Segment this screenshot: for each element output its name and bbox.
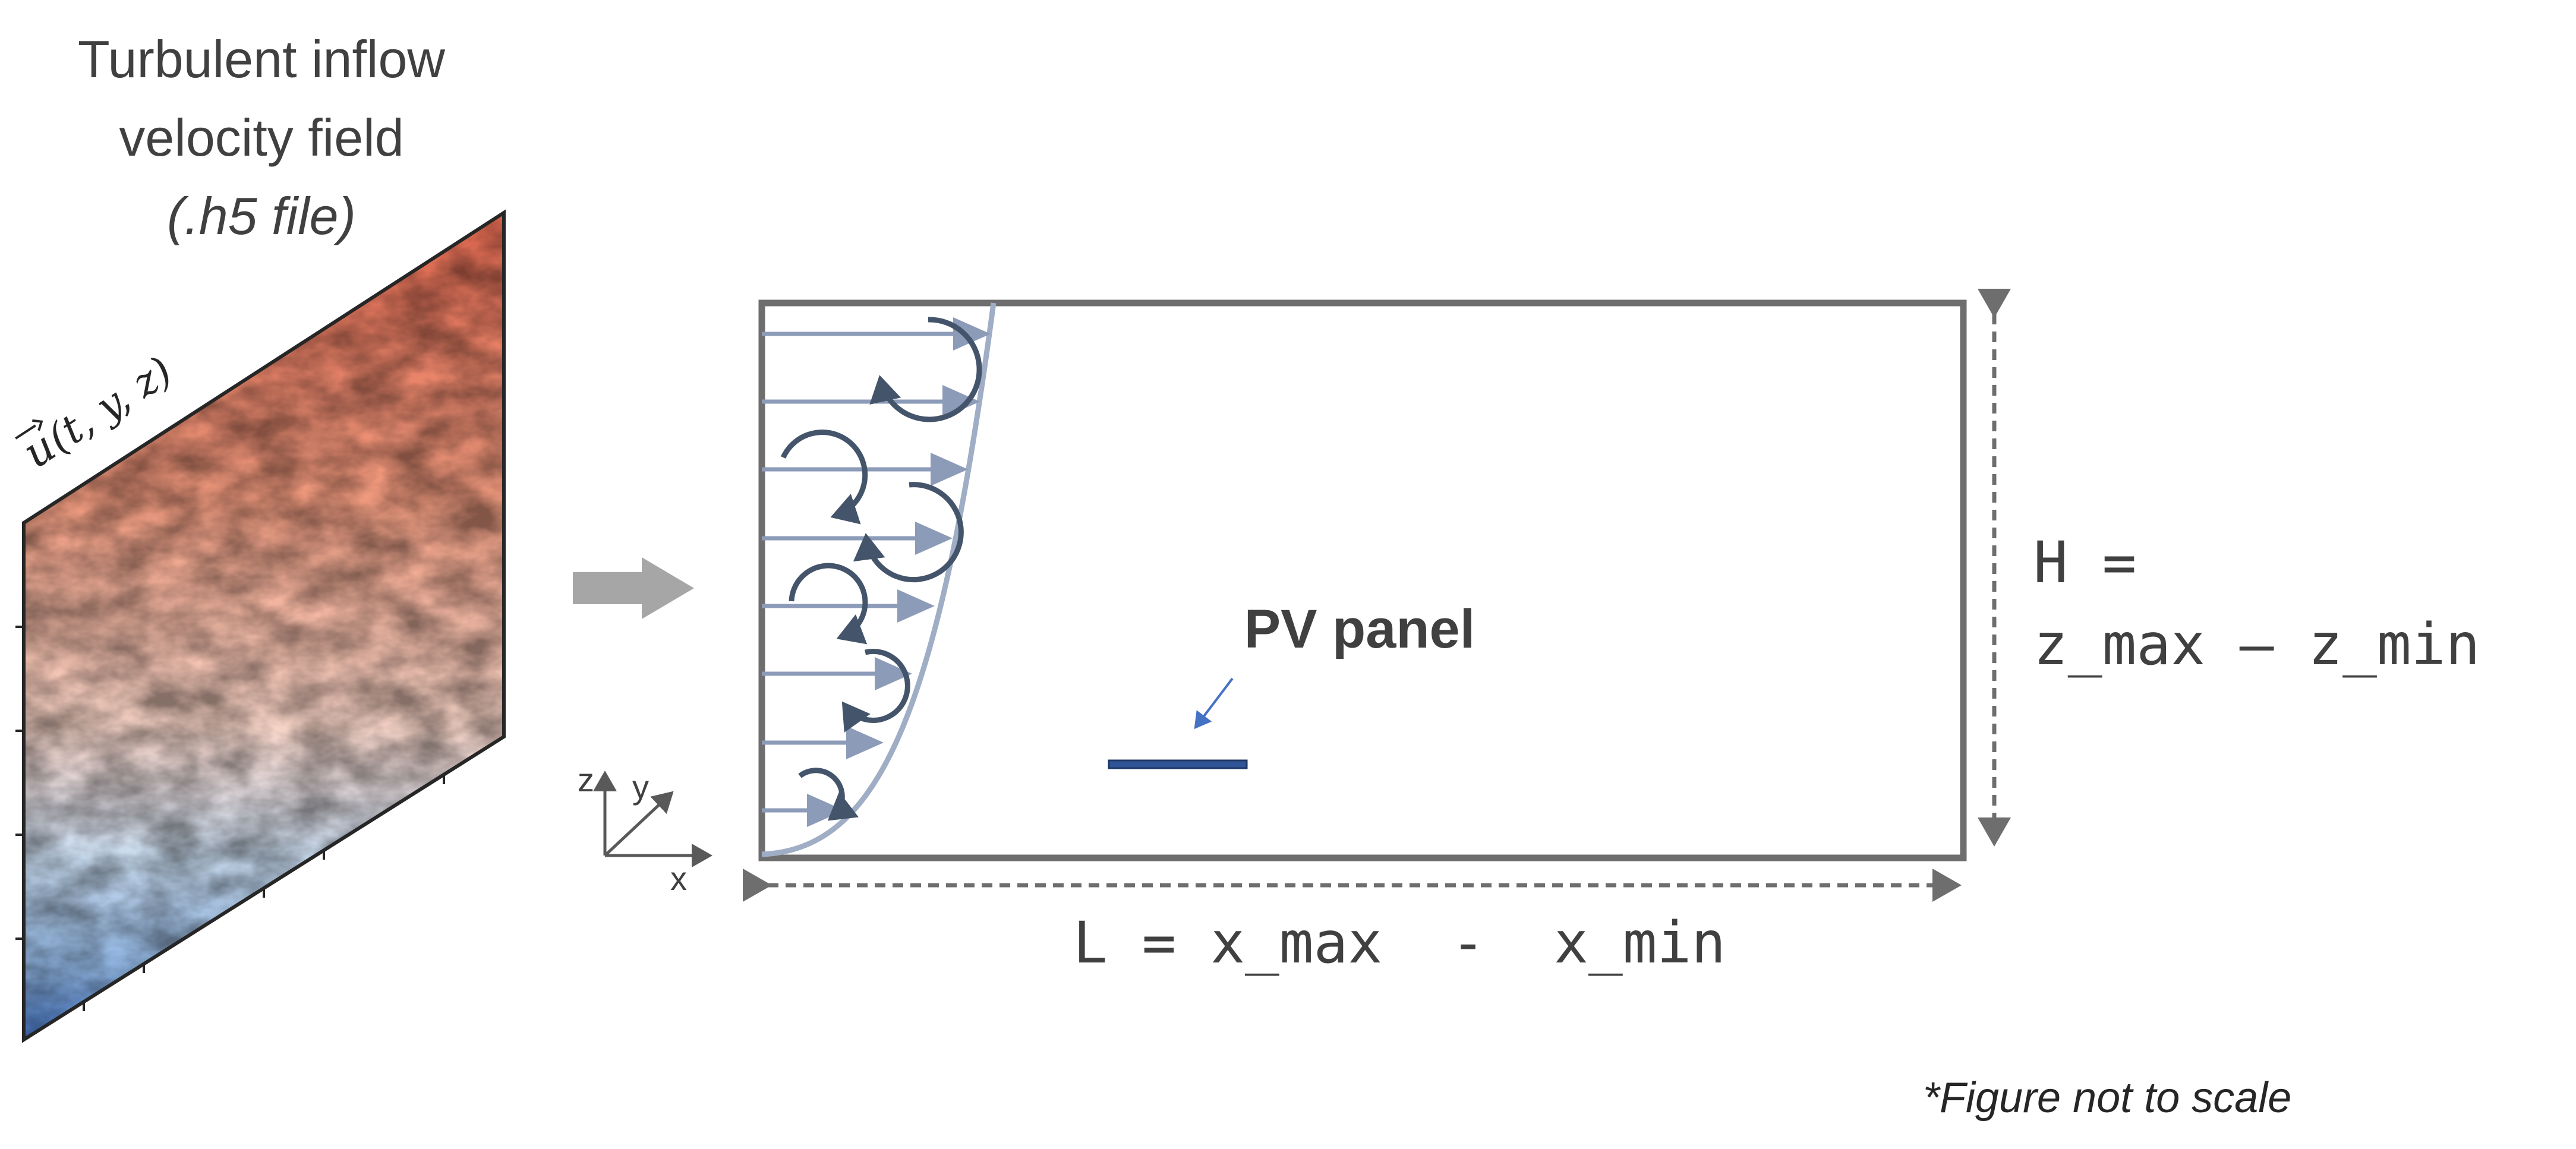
inflow-file-label: (.h5 file) — [167, 187, 356, 245]
inflow-arrow — [573, 557, 694, 619]
eddy-icon — [780, 430, 868, 525]
axes-icon: z y x — [578, 761, 712, 897]
eddy-icon — [841, 648, 910, 733]
axis-label-z: z — [578, 761, 594, 798]
velocity-profile-curve — [761, 302, 997, 857]
vector-overbar — [15, 424, 36, 440]
inflow-velocity-field-plane — [15, 209, 506, 1043]
pv-panel — [1108, 759, 1248, 769]
velocity-arrows — [762, 317, 991, 827]
eddy-icon — [798, 768, 859, 821]
axis-label-y: y — [632, 768, 649, 806]
length-label: L = x_max - x_min — [1073, 910, 1726, 976]
eddy-icon — [853, 482, 964, 583]
turbulent-eddies — [780, 317, 982, 821]
height-label-line2: z_max – z_min — [2033, 611, 2480, 678]
inflow-title-line1: Turbulent inflow — [78, 30, 445, 89]
eddy-icon — [869, 317, 982, 422]
footnote: *Figure not to scale — [1923, 1074, 2291, 1122]
pv-panel-label: PV panel — [1244, 599, 1475, 659]
computational-domain — [758, 299, 1967, 861]
eddy-icon — [789, 563, 868, 645]
pv-panel-pointer — [1194, 677, 1234, 730]
inflow-title-line2: velocity field — [119, 108, 403, 167]
axis-label-x: x — [670, 860, 687, 897]
height-label-line1: H = — [2033, 529, 2136, 596]
vector-overbar-head — [32, 419, 43, 431]
